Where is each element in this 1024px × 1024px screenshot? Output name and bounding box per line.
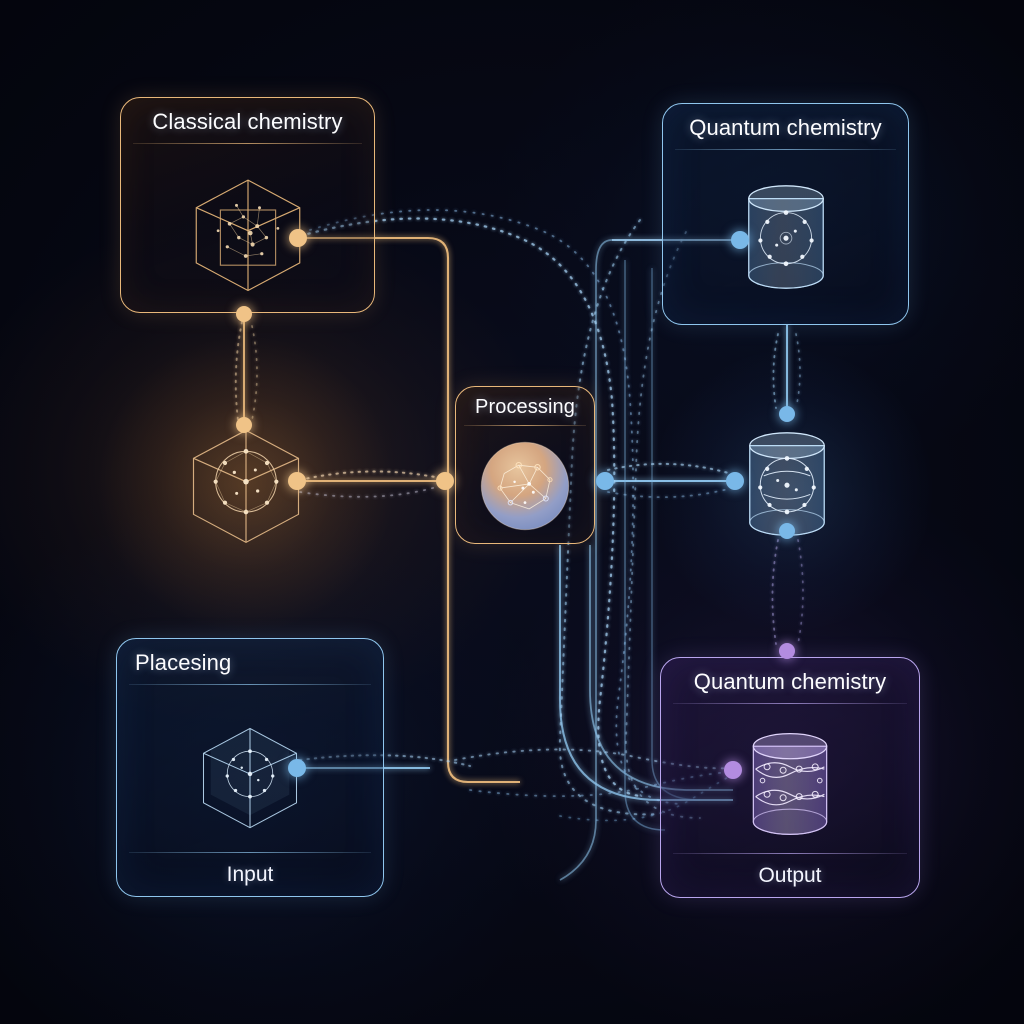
connector-dot-input-panel-out[interactable] bbox=[288, 759, 306, 777]
connector-dot-classical-panel-out[interactable] bbox=[289, 229, 307, 247]
free-node-classical-cube[interactable] bbox=[176, 414, 316, 559]
panel-footer-divider bbox=[673, 853, 907, 854]
connector-dot-output-panel-in[interactable] bbox=[724, 761, 742, 779]
connector-dot-output-panel-top[interactable] bbox=[779, 643, 795, 659]
connector-dot-processing-in[interactable] bbox=[436, 472, 454, 490]
panel-processing[interactable]: Processing bbox=[455, 386, 595, 544]
connector-dot-classical-cube-top[interactable] bbox=[236, 417, 252, 433]
panel-header-divider bbox=[673, 703, 907, 704]
wireframe-cube-icon bbox=[121, 158, 374, 308]
wireframe-cube-icon bbox=[117, 711, 383, 841]
connector-dot-processing-out[interactable] bbox=[596, 472, 614, 490]
connector-dot-quantum-panel-in[interactable] bbox=[731, 231, 749, 249]
gradient-sphere-icon bbox=[456, 431, 594, 541]
panel-title: Classical chemistry bbox=[152, 109, 343, 134]
connector-dot-quantum-cylinder-top[interactable] bbox=[779, 406, 795, 422]
panel-title: Quantum chemistry bbox=[689, 115, 882, 140]
cylinder-database-icon bbox=[663, 162, 908, 312]
panel-title: Processing bbox=[475, 396, 575, 418]
panel-title: Placesing bbox=[135, 650, 232, 675]
panel-header-divider bbox=[133, 143, 362, 144]
panel-header-divider bbox=[129, 684, 371, 685]
panel-input[interactable]: Placesing Input bbox=[116, 638, 384, 897]
connector-dot-quantum-cylinder-bottom[interactable] bbox=[779, 523, 795, 539]
cylinder-database-icon bbox=[661, 714, 919, 854]
panel-footer-label: Input bbox=[226, 863, 274, 886]
connector-dot-classical-cube-out[interactable] bbox=[288, 472, 306, 490]
connector-dot-quantum-cylinder-in[interactable] bbox=[726, 472, 744, 490]
connector-dot-classical-panel-bottom[interactable] bbox=[236, 306, 252, 322]
panel-output[interactable]: Quantum chemistry bbox=[660, 657, 920, 898]
panel-footer-label: Output bbox=[758, 864, 822, 887]
panel-header-divider bbox=[464, 425, 586, 426]
panel-quantum-chemistry-top[interactable]: Quantum chemistry bbox=[662, 103, 909, 325]
panel-header-divider bbox=[675, 149, 896, 150]
panel-footer-divider bbox=[129, 852, 371, 853]
panel-title: Quantum chemistry bbox=[693, 669, 887, 694]
